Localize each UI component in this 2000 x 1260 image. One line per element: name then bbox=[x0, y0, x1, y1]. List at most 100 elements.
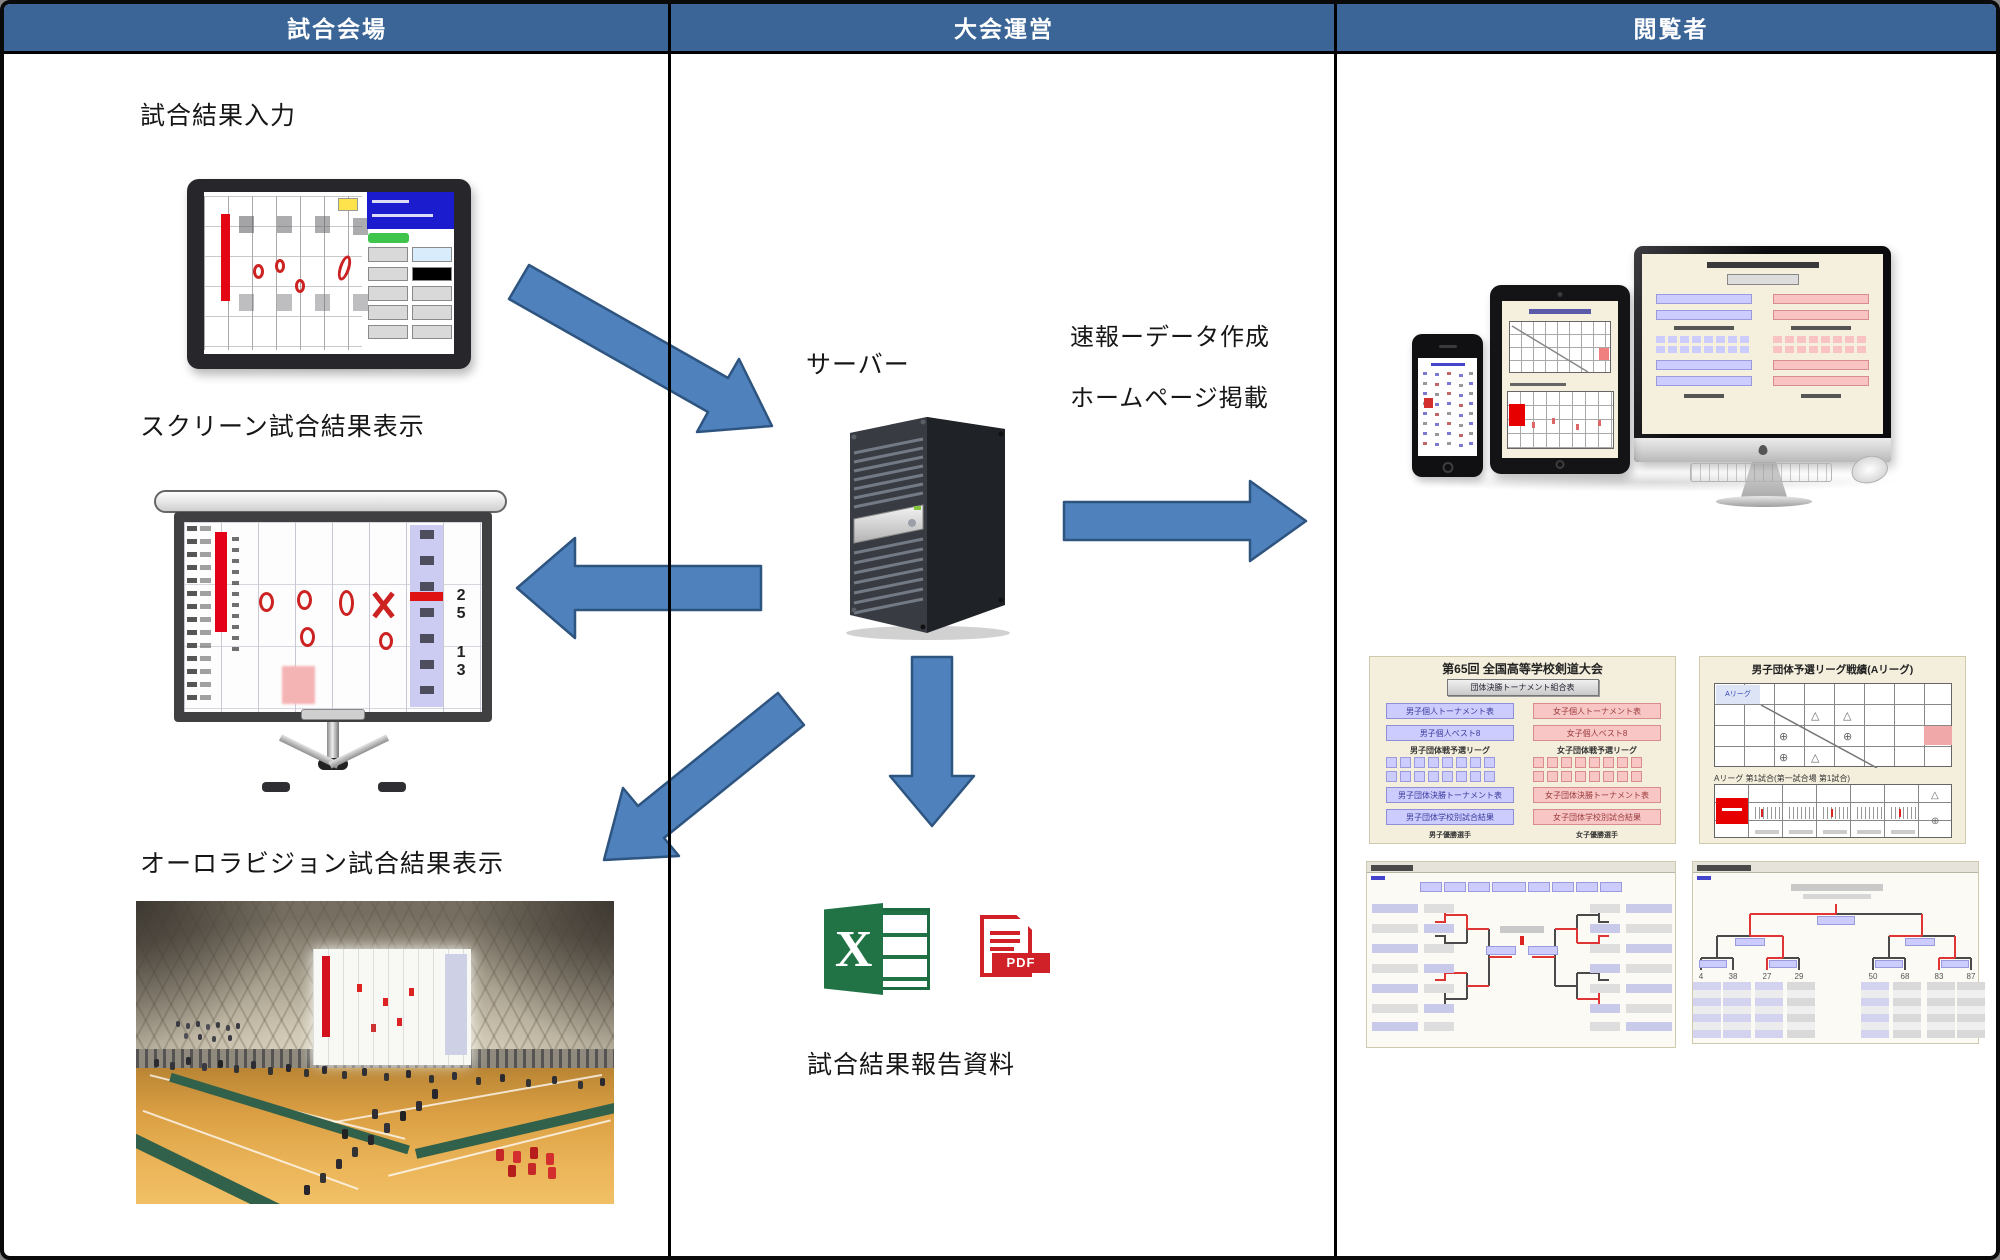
round-label bbox=[1817, 916, 1855, 925]
women-link[interactable]: 女子団体学校別試合結果 bbox=[1533, 809, 1661, 825]
tablet-button[interactable] bbox=[412, 305, 453, 320]
arena-photo bbox=[136, 901, 614, 1204]
tablet-control-panel bbox=[366, 192, 454, 354]
column-divider-2 bbox=[1334, 4, 1337, 1256]
league-cell-label: Aリーグ bbox=[1716, 685, 1760, 704]
tablet-panel-header bbox=[366, 192, 454, 230]
iphone-device bbox=[1412, 334, 1483, 477]
mini-pink-button[interactable] bbox=[1773, 310, 1869, 320]
ipad-home-button[interactable] bbox=[1555, 460, 1565, 469]
player-column bbox=[1693, 982, 1721, 1038]
team-names-left-inner bbox=[1424, 904, 1454, 913]
iphone-home-button[interactable] bbox=[1442, 462, 1453, 473]
score-mark bbox=[335, 253, 355, 282]
homepage-top-button[interactable]: 団体決勝トーナメント組合表 bbox=[1446, 679, 1599, 696]
score-mark bbox=[379, 632, 394, 651]
projector-frame: 2 5 1 3 bbox=[174, 512, 492, 722]
back-link[interactable] bbox=[1371, 876, 1385, 880]
men-league-squares[interactable] bbox=[1386, 771, 1495, 782]
mini-pink-button[interactable] bbox=[1773, 294, 1869, 304]
mini-title bbox=[1706, 262, 1819, 268]
photo-vignette bbox=[451, 901, 614, 1059]
server-label: サーバー bbox=[806, 351, 910, 379]
score-mark bbox=[300, 626, 316, 647]
tablet-button[interactable] bbox=[368, 285, 408, 301]
tablet-button[interactable] bbox=[368, 247, 408, 262]
arrow-server-to-aurora bbox=[602, 691, 806, 862]
tablet-button[interactable] bbox=[412, 285, 453, 301]
tablet-button[interactable] bbox=[368, 324, 408, 340]
leaf-number: 50 bbox=[1868, 972, 1878, 981]
note-data-create: 速報ーデータ作成 bbox=[1070, 324, 1270, 351]
mini-pink-button[interactable] bbox=[1773, 376, 1869, 386]
team-names-left bbox=[1372, 904, 1418, 913]
leaf-number: 4 bbox=[1698, 972, 1704, 981]
round-label bbox=[1941, 960, 1969, 968]
tablet-highlight-cell bbox=[337, 197, 359, 212]
women-league-header: 女子団体戦予選リーグ bbox=[1557, 746, 1637, 755]
women-link[interactable]: 女子個人トーナメント表 bbox=[1533, 703, 1661, 719]
screen-header-strip bbox=[200, 525, 211, 707]
men-link[interactable]: 男子団体決勝トーナメント表 bbox=[1386, 787, 1514, 803]
league-subtitle: Aリーグ 第1試合(第一試合場 第1試合) bbox=[1714, 774, 1851, 783]
women-league-squares[interactable] bbox=[1533, 771, 1642, 782]
aurora-vision-label: オーロラビジョン試合結果表示 bbox=[140, 850, 505, 878]
pdf-icon: PDF bbox=[980, 915, 1054, 979]
green-runner bbox=[168, 1072, 410, 1154]
ipad-match-table bbox=[1507, 391, 1614, 449]
mini-blue-button[interactable] bbox=[1656, 310, 1752, 320]
arrow-tablet-to-server bbox=[507, 263, 774, 434]
page-header-bar bbox=[1367, 862, 1675, 873]
red-team-group bbox=[496, 1149, 504, 1161]
tablet-device bbox=[187, 179, 471, 369]
mini-blue-button[interactable] bbox=[1656, 360, 1752, 370]
screen-pink-smudge bbox=[282, 666, 316, 705]
leaf-number: 27 bbox=[1762, 972, 1772, 981]
result-symbol: △ bbox=[1811, 710, 1820, 722]
column-divider-1 bbox=[668, 4, 671, 1256]
bracket-center-label bbox=[1486, 946, 1516, 955]
bracket-center-label bbox=[1528, 946, 1558, 955]
iphone-screen bbox=[1418, 358, 1477, 456]
women-league-squares[interactable] bbox=[1533, 757, 1642, 768]
projector-pull-tab bbox=[301, 709, 365, 720]
tablet-button-dark[interactable] bbox=[412, 266, 453, 282]
screen-display-label: スクリーン試合結果表示 bbox=[140, 413, 425, 441]
tablet-button[interactable] bbox=[368, 266, 408, 282]
tripod-pole bbox=[327, 722, 339, 762]
player-column bbox=[1957, 982, 1985, 1038]
server-tower bbox=[846, 417, 1010, 640]
men-league-squares[interactable] bbox=[1386, 757, 1495, 768]
iphone-red-cell bbox=[1424, 398, 1433, 408]
men-link[interactable]: 男子個人ベスト8 bbox=[1386, 725, 1514, 741]
match-input-label: 試合結果入力 bbox=[140, 102, 297, 130]
homepage-screenshot: 第65回 全国高等学校剣道大会 団体決勝トーナメント組合表 男子個人トーナメント… bbox=[1369, 656, 1676, 844]
imac-chin bbox=[1634, 438, 1891, 462]
score-bottom: 1 3 bbox=[456, 643, 472, 679]
mini-pink-button[interactable] bbox=[1773, 360, 1869, 370]
women-link[interactable]: 女子団体決勝トーナメント表 bbox=[1533, 787, 1661, 803]
tablet-button-active[interactable] bbox=[412, 247, 453, 262]
women-footer: 女子優勝選手 bbox=[1576, 832, 1618, 839]
mini-gray-button[interactable] bbox=[1726, 274, 1799, 285]
men-link[interactable]: 男子個人トーナメント表 bbox=[1386, 703, 1514, 719]
tablet-button[interactable] bbox=[412, 324, 453, 340]
mini-blue-button[interactable] bbox=[1656, 376, 1752, 386]
iphone-bracket-rows bbox=[1423, 372, 1427, 375]
leaf-number: 87 bbox=[1966, 972, 1976, 981]
ipad-league-table bbox=[1509, 321, 1611, 373]
tablet-confirm-button[interactable] bbox=[368, 232, 409, 244]
men-link[interactable]: 男子団体学校別試合結果 bbox=[1386, 809, 1514, 825]
women-link[interactable]: 女子個人ベスト8 bbox=[1533, 725, 1661, 741]
round-label bbox=[1875, 960, 1903, 968]
round-header-row bbox=[1420, 882, 1622, 892]
excel-icon: X bbox=[824, 903, 930, 995]
mini-blue-button[interactable] bbox=[1656, 294, 1752, 304]
league-screenshot: 男子団体予選リーグ戦績(Aリーグ) Aリーグ △ △ ⊕ ⊕ ⊕ △ Aリーグ … bbox=[1699, 656, 1966, 844]
screen-highlight-column bbox=[410, 524, 444, 708]
tablet-button[interactable] bbox=[368, 305, 408, 320]
leaf-number: 83 bbox=[1934, 972, 1944, 981]
men-league-header: 男子団体戦予選リーグ bbox=[1410, 746, 1490, 755]
crowd-dots bbox=[154, 1059, 159, 1067]
back-link[interactable] bbox=[1697, 876, 1711, 880]
